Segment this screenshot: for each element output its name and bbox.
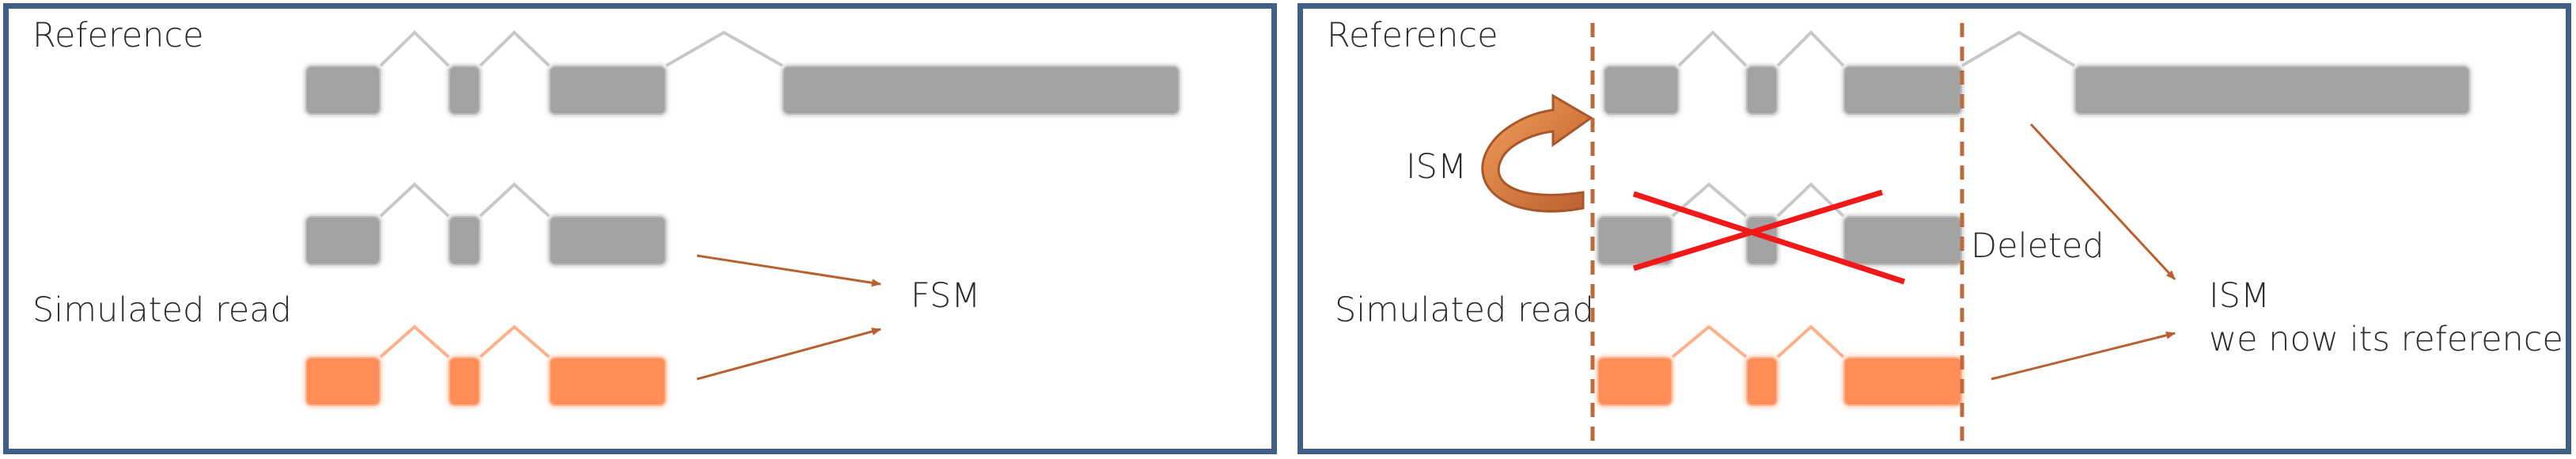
simulated-exon-2 <box>449 357 480 406</box>
ism-result-note: we now its reference <box>2209 320 2563 359</box>
reference-label: Reference <box>1327 16 1498 55</box>
simulated-exon-1 <box>305 357 381 406</box>
reference-exon-2 <box>1746 66 1778 115</box>
right-panel-ism: Reference Simulated read ISM Deleted ISM… <box>1297 3 2571 454</box>
left-panel-connectors <box>379 30 881 381</box>
reference-intron-1 <box>1677 30 1748 67</box>
simulated-exon-3 <box>549 357 666 406</box>
fsm-label: FSM <box>911 276 981 316</box>
reference-label: Reference <box>32 16 204 55</box>
reference-exon-1 <box>1604 66 1679 115</box>
deleted-intron-2 <box>1776 182 1845 218</box>
reference-intron-3 <box>1960 30 2076 67</box>
right-panel-connectors <box>1481 23 2176 449</box>
reference-intron-2 <box>479 30 551 67</box>
arrow-read-to-fsm <box>696 254 881 287</box>
ism-curved-arrow <box>1481 93 1593 213</box>
arrow-reference-to-ism <box>2029 123 2176 281</box>
simulated-intron-2 <box>1776 324 1845 358</box>
read-exon-3 <box>549 216 666 265</box>
reference-exon-3 <box>549 66 666 115</box>
arrow-simulated-to-ism <box>1991 331 2176 381</box>
simulated-read-label: Simulated read <box>1335 290 1594 330</box>
reference-exon-1 <box>305 66 381 115</box>
reference-intron-2 <box>1776 30 1845 67</box>
deleted-exon-3 <box>1843 216 1962 265</box>
ism-result-label: ISM <box>2209 276 2271 316</box>
read-exon-2 <box>449 216 480 265</box>
reference-exon-4 <box>782 66 1180 115</box>
delete-cross-line-1 <box>1632 191 1906 285</box>
read-intron-2 <box>479 182 551 218</box>
reference-intron-1 <box>379 30 450 67</box>
read-intron-1 <box>379 182 450 218</box>
left-panel-fsm: Reference Simulated read FSM <box>3 3 1277 454</box>
delete-cross-line-2 <box>1632 189 1884 271</box>
reference-exon-2 <box>449 66 480 115</box>
deleted-exon-1 <box>1597 216 1673 265</box>
simulated-exon-2 <box>1746 357 1778 406</box>
deleted-intron-1 <box>1671 182 1748 218</box>
read-exon-1 <box>305 216 381 265</box>
simulated-read-label: Simulated read <box>32 290 292 330</box>
arrow-simulated-to-fsm <box>696 328 881 381</box>
ism-arrow-label: ISM <box>1406 147 1468 187</box>
simulated-intron-2 <box>479 324 551 358</box>
reference-intron-3 <box>665 30 783 67</box>
simulated-intron-1 <box>1671 324 1748 358</box>
simulated-exon-3 <box>1843 357 1962 406</box>
deleted-label: Deleted <box>1971 226 2104 266</box>
reference-exon-3 <box>1843 66 1962 115</box>
reference-exon-4 <box>2074 66 2470 115</box>
simulated-intron-1 <box>379 324 450 358</box>
simulated-exon-1 <box>1597 357 1673 406</box>
